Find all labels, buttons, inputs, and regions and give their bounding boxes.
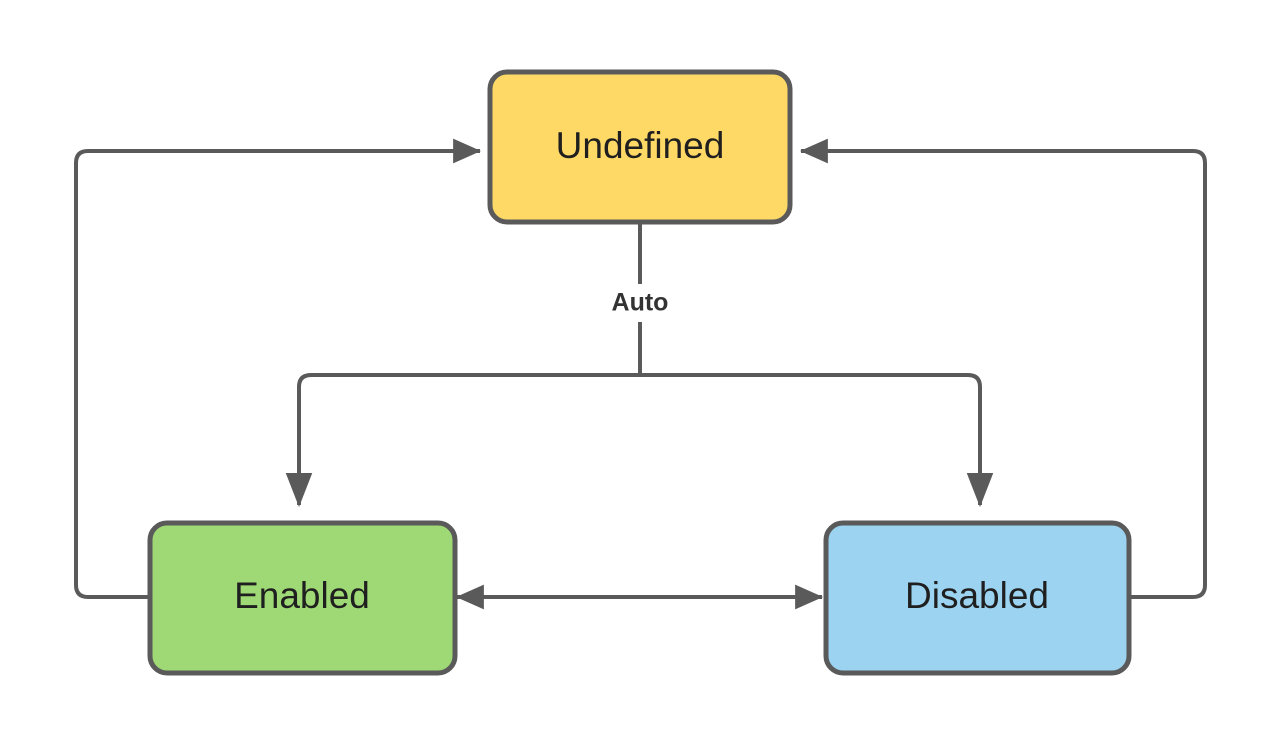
edge-label-auto-background [592, 284, 688, 322]
node-enabled[interactable]: Enabled [147, 520, 458, 676]
edges-layer [74, 138, 1207, 610]
edge-undefined-to-disabled[interactable] [640, 373, 994, 508]
node-disabled-shape[interactable] [823, 520, 1132, 676]
node-undefined-shape[interactable] [487, 69, 793, 225]
node-enabled-label: Enabled [234, 575, 370, 616]
node-undefined-label: Undefined [556, 125, 725, 166]
node-disabled-label: Disabled [905, 575, 1049, 616]
edge-disabled-to-undefined[interactable] [799, 138, 1207, 599]
edge-label-auto: Auto [592, 284, 688, 322]
edge-undefined-to-enabled[interactable] [285, 373, 640, 508]
node-undefined[interactable]: Undefined [487, 69, 793, 225]
edge-enabled-to-undefined[interactable] [74, 138, 482, 599]
node-disabled[interactable]: Disabled [823, 520, 1132, 676]
edge-label-auto-text: Auto [612, 289, 669, 317]
node-enabled-shape[interactable] [147, 520, 458, 676]
